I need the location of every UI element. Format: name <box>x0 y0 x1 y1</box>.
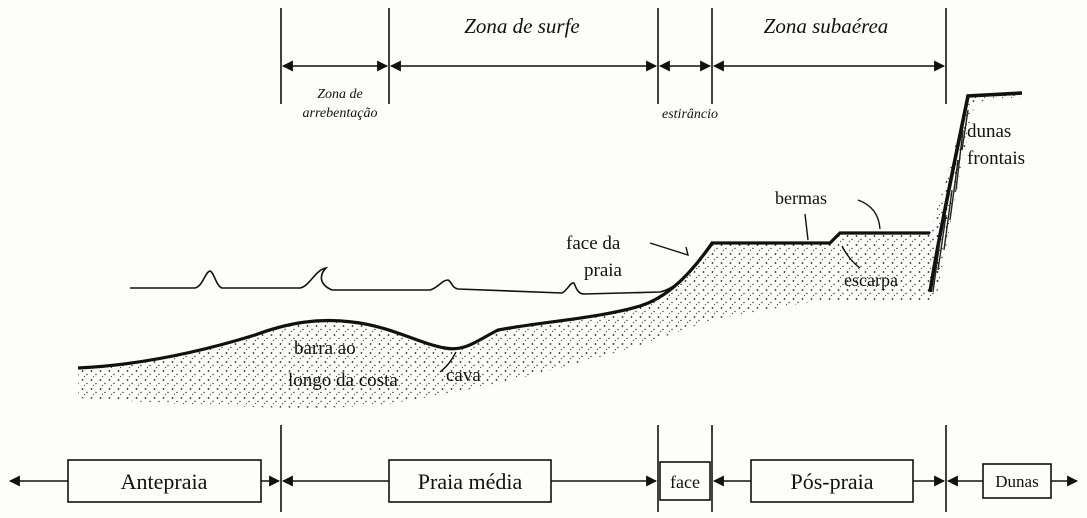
frontal-dunes-label-line2: frontais <box>967 148 1025 169</box>
frontal-dunes-label-line1: dunas <box>967 121 1011 142</box>
water-surface-line <box>130 245 712 294</box>
subaerial-zone-label: Zona subaérea <box>764 14 889 38</box>
swash-zone-label: estirâncio <box>662 107 718 122</box>
face-label: face <box>670 472 700 492</box>
section-box-dunas: Dunas <box>983 464 1051 498</box>
scarp-label: escarpa <box>844 270 898 290</box>
section-box-pos-praia: Pós-praia <box>751 460 913 502</box>
longshore-bar-label-line2: longo da costa <box>288 370 398 391</box>
praia-media-label: Praia média <box>418 469 523 494</box>
trough-label: cava <box>446 365 481 386</box>
berms-label: bermas <box>775 188 827 208</box>
dunas-label: Dunas <box>995 472 1038 491</box>
pos-praia-label: Pós-praia <box>790 469 873 494</box>
beach-face-label-line2: praia <box>584 260 623 281</box>
section-box-antepraia: Antepraia <box>68 460 261 502</box>
breaker-zone-label-line1: Zona de <box>317 87 363 102</box>
antepraia-label: Antepraia <box>121 469 208 494</box>
beach-face-label-line1: face da <box>566 233 621 254</box>
breaker-zone-label-line2: arrebentação <box>303 106 378 121</box>
section-box-face: face <box>660 462 710 500</box>
section-box-praia-media: Praia média <box>389 460 551 502</box>
longshore-bar-label-line1: barra ao <box>294 338 356 359</box>
seabed-sediment <box>78 233 947 408</box>
surf-zone-label: Zona de surfe <box>464 14 580 38</box>
